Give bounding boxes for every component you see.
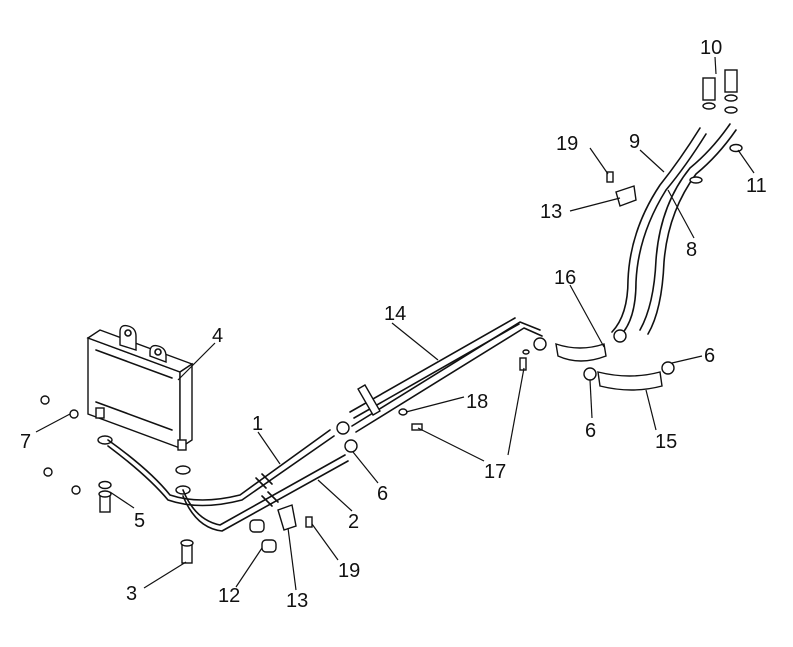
rubber-hose-16 (555, 342, 607, 362)
cooler-mount-tab-right (149, 344, 167, 364)
washer-11 (689, 143, 743, 184)
callout-18: 18 (466, 391, 488, 413)
oil-pipe-9 (611, 127, 707, 337)
callout-10: 10 (700, 37, 722, 59)
callout-19: 19 (338, 560, 360, 582)
callout-17: 17 (484, 461, 506, 483)
bolt-3 (180, 539, 194, 564)
callout-8: 8 (686, 239, 697, 261)
callout-1: 1 (252, 413, 263, 435)
oil-hose-2 (182, 454, 349, 532)
callout-5: 5 (134, 510, 145, 532)
callout-6: 6 (585, 420, 596, 442)
rubber-hose-15 (597, 371, 663, 391)
callout-12: 12 (218, 585, 240, 607)
callout-16: 16 (554, 267, 576, 289)
callout-7: 7 (20, 431, 31, 453)
grommet-12 (249, 519, 277, 553)
bolt-17 (411, 357, 527, 431)
oil-pipe-8 (639, 123, 737, 335)
hose-clamp-6 (336, 329, 675, 453)
callout-6: 6 (704, 345, 715, 367)
callout-15: 15 (655, 431, 677, 453)
callout-19: 19 (556, 133, 578, 155)
clamp-bracket-13 (277, 185, 637, 531)
callout-3: 3 (126, 583, 137, 605)
oil-cooler (86, 324, 194, 451)
banjo-bolt-10 (702, 69, 738, 114)
oil-hose-1 (107, 429, 335, 507)
callout-labels: 1 2 3 4 5 6 6 6 7 8 9 10 11 12 13 13 14 … (20, 37, 767, 612)
callout-11: 11 (746, 175, 767, 197)
cooler-mount-tab-left (119, 324, 137, 351)
nuts-7 (40, 395, 81, 495)
callout-2: 2 (348, 511, 359, 533)
bolt-5 (98, 490, 112, 513)
oil-hose-14 (349, 317, 543, 433)
screw-19 (305, 171, 614, 528)
callout-4: 4 (212, 325, 223, 347)
callout-14: 14 (384, 303, 406, 325)
callout-9: 9 (629, 131, 640, 153)
callout-13: 13 (286, 590, 308, 612)
leader-lines (35, 56, 755, 591)
washer-18 (398, 349, 530, 416)
cooler-fitting-washers (97, 435, 191, 495)
callout-6: 6 (377, 483, 388, 505)
callout-13: 13 (540, 201, 562, 223)
